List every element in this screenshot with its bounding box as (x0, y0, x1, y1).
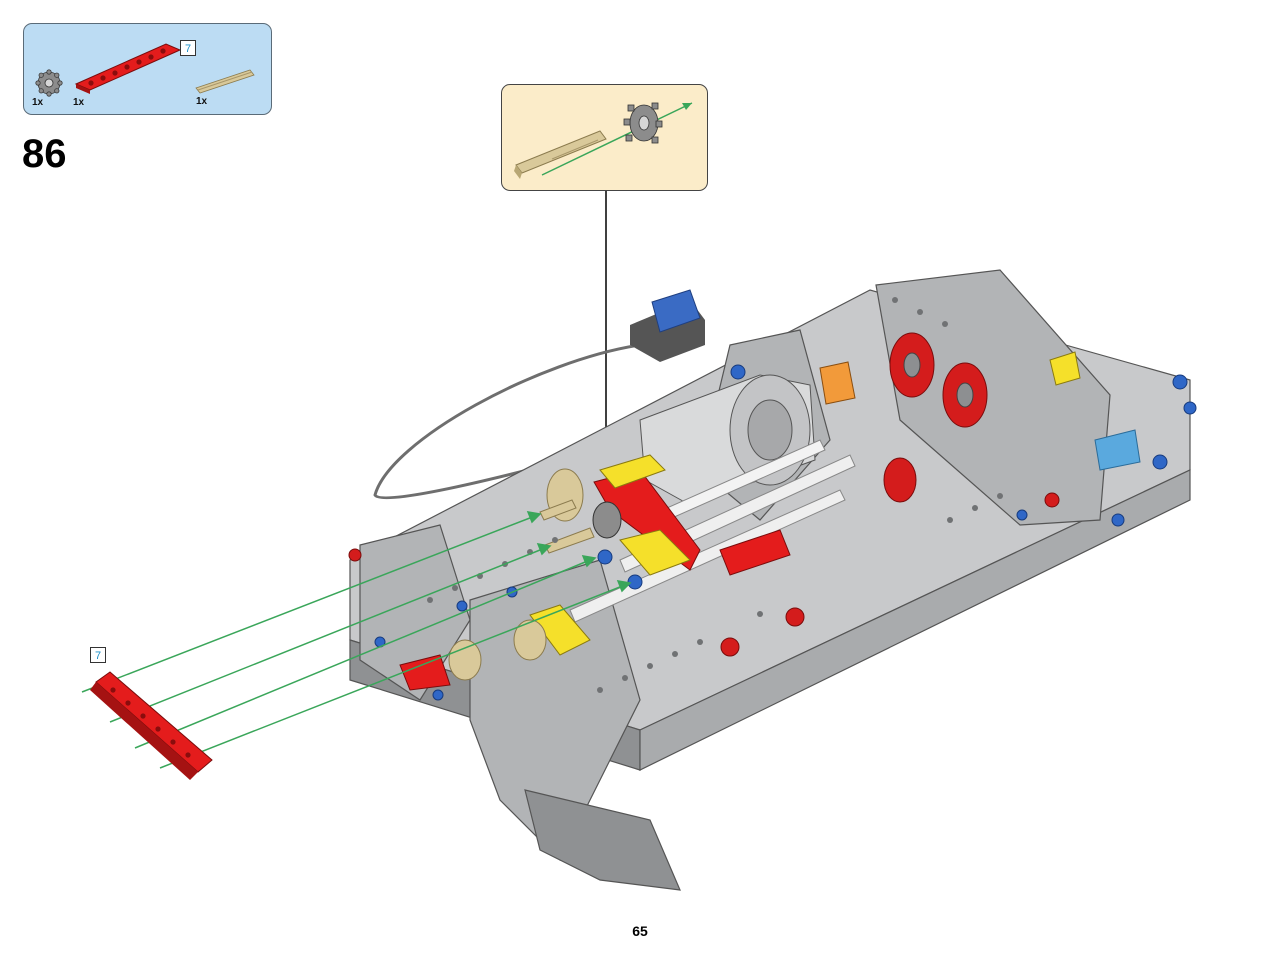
orange-part (819, 361, 856, 405)
axle-quantity: 1x (196, 96, 208, 107)
red-pins (348, 492, 1060, 657)
axle-part-icon (195, 69, 255, 94)
page-number: 65 (632, 923, 648, 939)
loose-red-beam (90, 671, 213, 780)
connector-plug (630, 289, 705, 362)
beam-part-icon (74, 43, 182, 94)
loose-beam-length-label: 7 (90, 647, 106, 663)
cable (373, 343, 641, 500)
step-number: 86 (22, 132, 67, 176)
light-blue-part (1094, 429, 1141, 471)
subassembly-callout (501, 84, 708, 191)
gear-part-icon (35, 69, 63, 97)
accent-beams (399, 351, 1081, 691)
gear-quantity: 1x (32, 97, 44, 108)
callout-axle-and-gear (514, 102, 693, 179)
parts-list-panel: 1x 1x 7 1x (23, 23, 272, 115)
inserted-axles (539, 499, 595, 554)
beam-holes (427, 297, 1003, 693)
assembly-guide-lines (81, 511, 632, 769)
beam-length-label: 7 (180, 40, 196, 56)
blue-pins (374, 364, 1197, 701)
gray-gear (592, 501, 622, 539)
beam-quantity: 1x (73, 97, 85, 108)
red-gear-hubs (903, 352, 974, 408)
